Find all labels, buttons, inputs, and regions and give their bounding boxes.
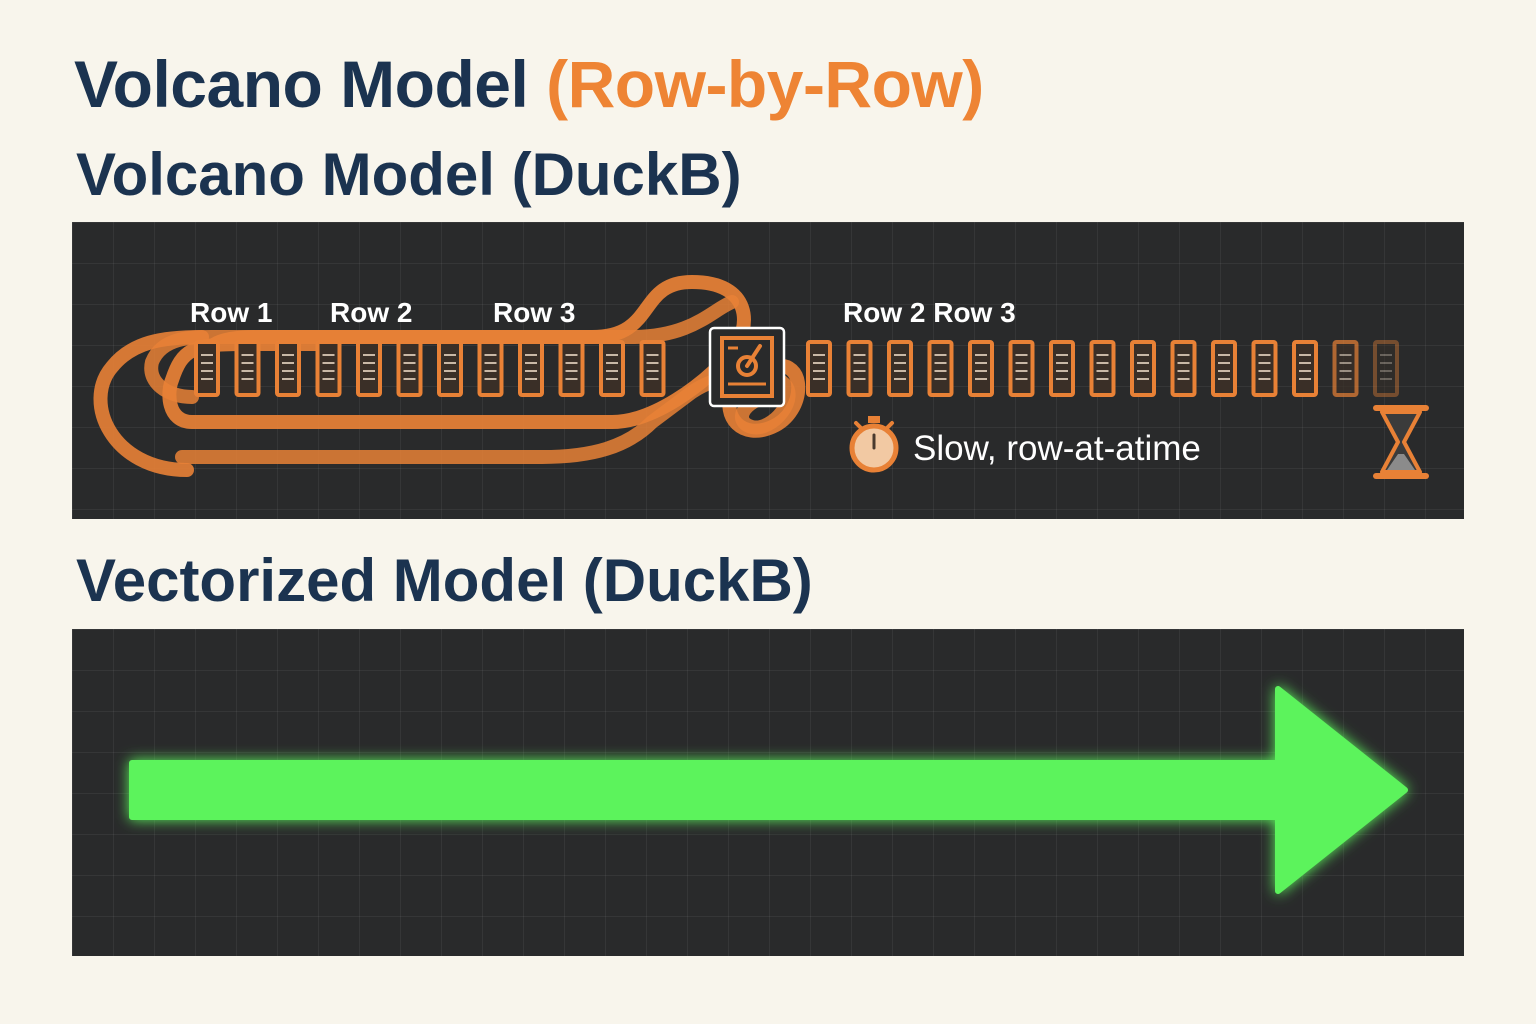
row-cell — [806, 340, 832, 397]
row-cell — [437, 340, 463, 397]
row-cell — [315, 340, 342, 397]
vectorized-subtitle: Vectorized Model (DuckB) — [76, 547, 813, 614]
volcano-subtitle: Volcano Model (DuckB) — [76, 141, 742, 208]
row-cell — [1049, 340, 1075, 397]
row-cell — [968, 340, 994, 397]
row-cell — [558, 340, 585, 397]
volcano-panel: Row 1 Row 2 Row 3 Row 2 Row 3 Slow, row-… — [72, 222, 1464, 519]
row-cells — [194, 340, 1399, 397]
row-cell — [275, 340, 301, 397]
row-cell — [1211, 340, 1237, 397]
row-cell — [1332, 340, 1359, 397]
page-title: Volcano Model (Row-by-Row) — [74, 46, 984, 122]
row-cell — [234, 340, 261, 397]
row-label-2: Row 2 — [330, 297, 412, 328]
vectorized-panel — [72, 629, 1464, 956]
row-cell — [1170, 340, 1197, 397]
row-cell — [1292, 340, 1318, 397]
stopwatch-icon — [849, 416, 899, 473]
row-pipeline-outer — [93, 330, 209, 477]
row-cell — [396, 340, 423, 397]
row-label-4: Row 2 Row 3 — [843, 297, 1016, 328]
volcano-diagram: Row 1 Row 2 Row 3 Row 2 Row 3 Slow, row-… — [93, 275, 1429, 479]
title-main-text: Volcano Model — [74, 47, 529, 121]
row-label-3: Row 3 — [493, 297, 575, 328]
row-cell — [639, 340, 666, 397]
row-cell — [477, 340, 504, 397]
hourglass-icon — [1373, 405, 1429, 479]
volcano-caption: Slow, row-at-atime — [913, 429, 1201, 468]
row-cell — [518, 340, 544, 397]
vectorized-diagram — [129, 686, 1408, 894]
title-accent-text: (Row-by-Row) — [546, 47, 984, 121]
row-cell — [927, 340, 954, 397]
row-label-1: Row 1 — [190, 297, 272, 328]
row-cell — [1089, 340, 1116, 397]
row-cell — [599, 340, 625, 397]
row-cell — [194, 340, 220, 397]
row-pipeline-knot — [722, 358, 806, 438]
row-cell — [1008, 340, 1035, 397]
row-cell — [1251, 340, 1278, 397]
operator-icon — [708, 326, 786, 408]
row-cell — [356, 340, 382, 397]
arrow-right-icon — [129, 686, 1408, 894]
row-cell — [887, 340, 913, 397]
row-cell — [846, 340, 873, 397]
row-cell — [1373, 340, 1399, 397]
row-cell — [1130, 340, 1156, 397]
